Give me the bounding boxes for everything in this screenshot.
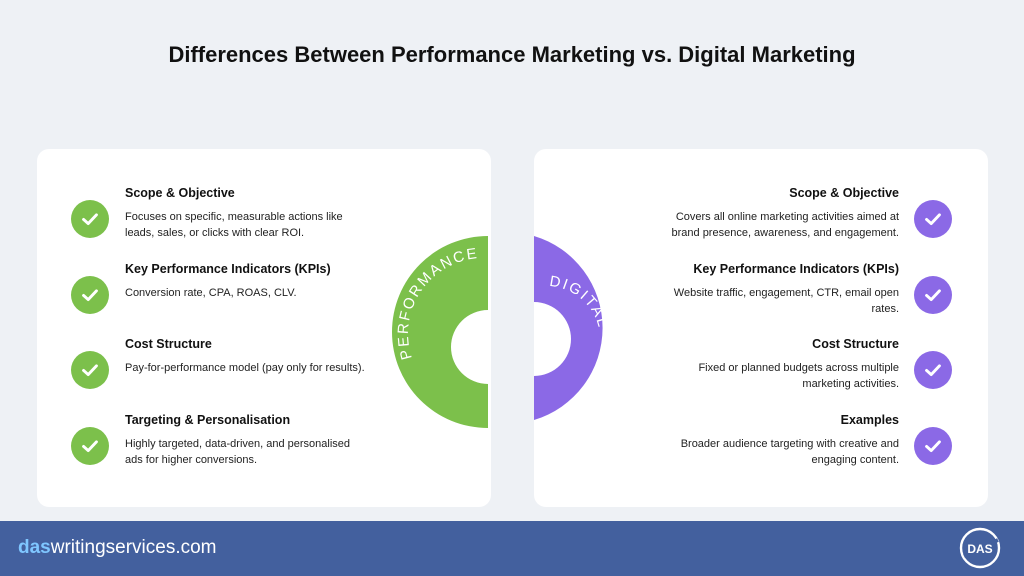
item-description: Covers all online marketing activities a… bbox=[671, 211, 900, 239]
item-heading: Key Performance Indicators (KPIs) bbox=[125, 262, 331, 276]
digital-panel: Scope & Objective Covers all online mark… bbox=[534, 149, 988, 507]
item-description: Broader audience targeting with creative… bbox=[680, 438, 899, 466]
item-heading: Cost Structure bbox=[812, 337, 899, 351]
check-icon bbox=[914, 351, 952, 389]
item-heading: Scope & Objective bbox=[789, 186, 899, 200]
check-icon bbox=[914, 200, 952, 238]
item-description: Pay-for-performance model (pay only for … bbox=[125, 362, 365, 374]
item-heading: Key Performance Indicators (KPIs) bbox=[693, 262, 899, 276]
brand-accent: das bbox=[18, 537, 51, 558]
item-description: Website traffic, engagement, CTR, email … bbox=[673, 287, 899, 315]
check-icon bbox=[71, 276, 109, 314]
logo-text: DAS bbox=[967, 542, 992, 556]
item-description: Fixed or planned budgets across multiple… bbox=[698, 362, 899, 390]
item-heading: Targeting & Personalisation bbox=[125, 413, 291, 427]
check-icon bbox=[914, 427, 952, 465]
item-heading: Cost Structure bbox=[125, 337, 212, 351]
item-heading: Scope & Objective bbox=[125, 186, 235, 200]
page-title: Differences Between Performance Marketin… bbox=[168, 42, 856, 67]
brand-domain: writingservices.com bbox=[50, 537, 217, 558]
item-heading: Examples bbox=[840, 413, 899, 427]
check-icon bbox=[71, 427, 109, 465]
item-description: Focuses on specific, measurable actions … bbox=[125, 211, 343, 239]
das-logo-icon: DAS bbox=[959, 527, 1001, 569]
footer-bar: daswritingservices.com DAS bbox=[0, 521, 1024, 576]
item-description: Highly targeted, data-driven, and person… bbox=[125, 438, 351, 466]
check-icon bbox=[914, 276, 952, 314]
check-icon bbox=[71, 351, 109, 389]
check-icon bbox=[71, 200, 109, 238]
brand-link[interactable]: daswritingservices.com bbox=[18, 537, 217, 559]
performance-panel: Scope & Objective Focuses on specific, m… bbox=[37, 149, 491, 507]
item-description: Conversion rate, CPA, ROAS, CLV. bbox=[125, 287, 297, 299]
